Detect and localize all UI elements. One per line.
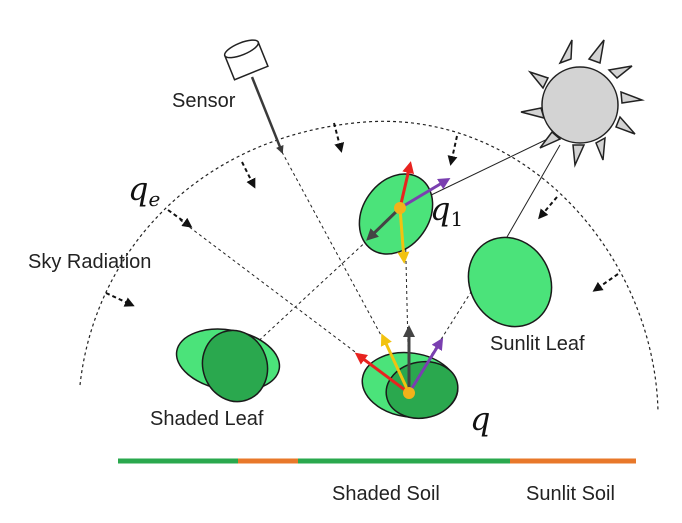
- sky-radiation-arrows: [105, 122, 619, 307]
- ray-q-to-q1: [404, 217, 410, 391]
- sensor-icon: [223, 39, 284, 154]
- symbol-q-e-sub: e: [148, 187, 160, 211]
- sun-icon: [520, 39, 645, 168]
- symbol-q-e-base: q: [128, 170, 148, 208]
- symbol-q1-base: q: [430, 190, 450, 228]
- sky-radiation-label: Sky Radiation: [28, 251, 151, 273]
- shaded-soil-label: Shaded Soil: [332, 483, 440, 505]
- sunlit-soil-label: Sunlit Soil: [526, 483, 615, 505]
- sky-dome-arc: [79, 120, 659, 413]
- point-q1: [394, 202, 406, 214]
- sunlit-leaf-shape: [467, 236, 553, 328]
- shaded-leaf-shape: [175, 328, 281, 403]
- sensor-label: Sensor: [172, 90, 236, 112]
- point-q: [403, 387, 415, 399]
- q1-arrows: [366, 161, 451, 264]
- shaded-leaf-label: Shaded Leaf: [150, 408, 264, 430]
- symbol-q1-sub: 1: [450, 207, 463, 231]
- symbol-q: q: [470, 400, 490, 438]
- q-arrows: [354, 325, 444, 395]
- symbol-q-e: qe: [128, 170, 160, 211]
- symbol-q1: q1: [430, 190, 463, 231]
- sunlit-leaf-label: Sunlit Leaf: [490, 333, 585, 355]
